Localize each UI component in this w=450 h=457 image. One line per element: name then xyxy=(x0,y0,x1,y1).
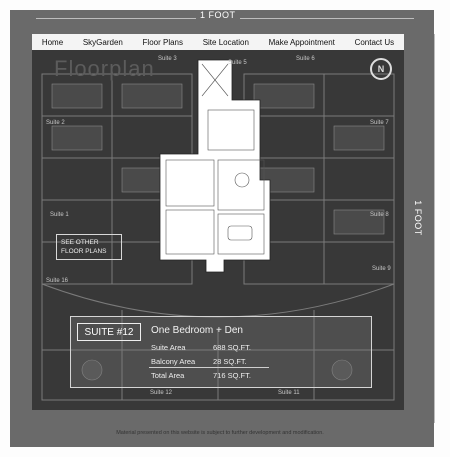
balcony-area-row: Balcony Area 28 SQ.FT. xyxy=(151,357,247,366)
suite-label: Suite 12 xyxy=(150,390,173,396)
suite-label: Suite 2 xyxy=(46,120,65,126)
bedroom-room xyxy=(165,159,215,207)
balcony-area-label: Balcony Area xyxy=(151,357,196,366)
total-area-label: Total Area xyxy=(151,371,185,380)
balcony-area-value: 28 SQ.FT. xyxy=(213,357,247,366)
footer-disclaimer: Material presented on this website is su… xyxy=(116,430,324,436)
suite-label: Suite 6 xyxy=(296,56,315,62)
suite-type: One Bedroom + Den xyxy=(151,325,243,336)
suite-area-label: Suite Area xyxy=(151,343,186,352)
suite-label: Suite 16 xyxy=(46,278,69,284)
suite-label: Suite 7 xyxy=(370,120,389,126)
suite-area-value: 688 SQ.FT. xyxy=(213,343,251,352)
nav-make-appointment[interactable]: Make Appointment xyxy=(268,37,335,47)
floorplan-area: Floorplan N Suite 3 Suite 5 Suite 6 Suit… xyxy=(32,50,404,410)
suite-info-panel: SUITE #12 One Bedroom + Den Suite Area 6… xyxy=(70,316,372,388)
suite-label: Suite 1 xyxy=(50,212,69,218)
top-navigation: Home SkyGarden Floor Plans Site Location… xyxy=(32,34,404,50)
ruler-line-right xyxy=(434,34,435,423)
suite-area-row: Suite Area 688 SQ.FT. xyxy=(151,343,251,352)
compass-icon: N xyxy=(370,58,392,80)
see-other-floor-plans-button[interactable]: SEE OTHER FLOOR PLANS xyxy=(56,234,122,260)
suite-label: Suite 8 xyxy=(370,212,389,218)
ruler-top-label: 1 FOOT xyxy=(196,10,240,20)
ruler-side-label: 1 FOOT xyxy=(413,196,424,240)
suite-label: Suite 9 xyxy=(372,266,391,272)
dining-room xyxy=(217,213,265,255)
living-room xyxy=(217,159,265,211)
nav-contact-us[interactable]: Contact Us xyxy=(354,37,395,47)
floorplan-drawing xyxy=(41,59,395,401)
nav-floor-plans[interactable]: Floor Plans xyxy=(142,37,184,47)
suite-label: Suite 3 xyxy=(158,56,177,62)
plan-title: Floorplan xyxy=(54,56,155,81)
den-room xyxy=(165,209,215,255)
total-divider xyxy=(149,367,269,368)
highlighted-suite xyxy=(159,59,271,273)
suite-number-badge: SUITE #12 xyxy=(77,323,141,341)
nav-home[interactable]: Home xyxy=(41,37,64,47)
nav-site-location[interactable]: Site Location xyxy=(202,37,249,47)
total-area-value: 716 SQ.FT. xyxy=(213,371,251,380)
suite-label: Suite 5 xyxy=(228,60,247,66)
kitchen-room xyxy=(207,109,255,151)
suite-label: Suite 11 xyxy=(278,390,300,396)
total-area-row: Total Area 716 SQ.FT. xyxy=(151,371,251,380)
nav-skygarden[interactable]: SkyGarden xyxy=(82,37,123,47)
